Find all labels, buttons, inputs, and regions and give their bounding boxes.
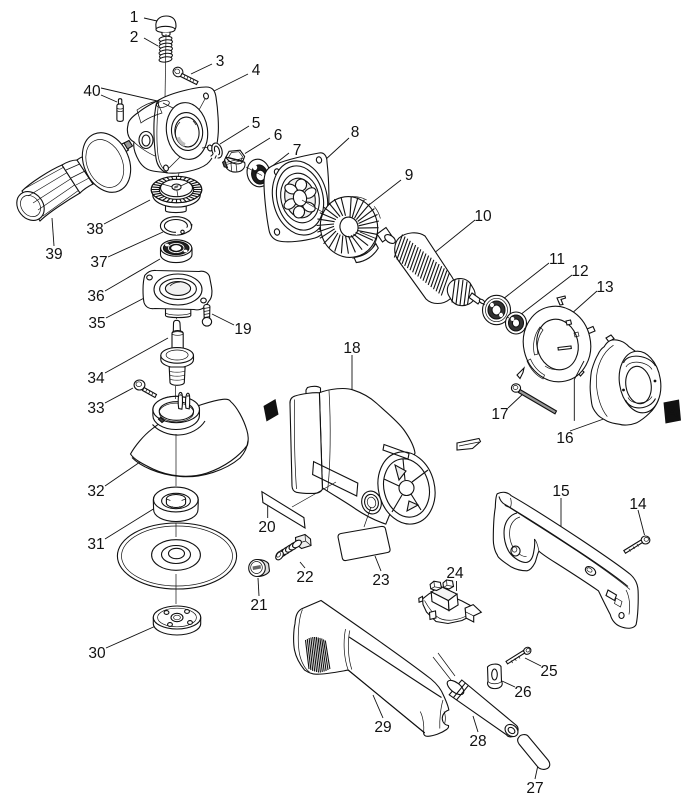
svg-text:5: 5	[252, 115, 261, 132]
svg-text:14: 14	[629, 496, 647, 513]
svg-text:26: 26	[514, 684, 531, 701]
svg-text:10: 10	[474, 208, 492, 225]
svg-text:21: 21	[250, 597, 267, 614]
svg-text:28: 28	[469, 733, 486, 750]
svg-text:11: 11	[549, 251, 565, 268]
svg-text:34: 34	[87, 370, 105, 387]
svg-text:A: A	[666, 404, 679, 422]
svg-text:9: 9	[405, 167, 414, 184]
svg-text:7: 7	[293, 142, 302, 159]
svg-text:A: A	[264, 401, 278, 420]
svg-text:1: 1	[130, 9, 139, 26]
svg-text:22: 22	[296, 569, 313, 586]
svg-text:2: 2	[130, 29, 139, 46]
svg-text:6: 6	[274, 127, 283, 144]
svg-text:27: 27	[526, 780, 543, 797]
svg-text:39: 39	[45, 246, 62, 263]
svg-text:20: 20	[258, 519, 276, 536]
svg-text:36: 36	[87, 288, 104, 305]
svg-text:37: 37	[90, 254, 107, 271]
svg-text:18: 18	[343, 340, 360, 357]
svg-text:31: 31	[87, 536, 104, 553]
svg-text:12: 12	[571, 263, 588, 280]
svg-text:32: 32	[87, 483, 104, 500]
svg-text:16: 16	[556, 430, 573, 447]
svg-text:8: 8	[351, 124, 360, 141]
svg-text:30: 30	[88, 645, 106, 662]
svg-text:24: 24	[446, 565, 464, 582]
svg-text:23: 23	[372, 572, 389, 589]
svg-text:17: 17	[491, 406, 508, 423]
svg-text:13: 13	[596, 279, 613, 296]
svg-text:4: 4	[252, 62, 261, 79]
svg-text:29: 29	[374, 719, 391, 736]
svg-text:33: 33	[87, 400, 104, 417]
svg-text:15: 15	[552, 483, 569, 500]
svg-text:40: 40	[83, 83, 101, 100]
svg-text:19: 19	[234, 321, 251, 338]
svg-text:25: 25	[540, 663, 557, 680]
svg-text:35: 35	[88, 315, 105, 332]
svg-text:3: 3	[216, 53, 225, 70]
svg-text:38: 38	[86, 221, 103, 238]
